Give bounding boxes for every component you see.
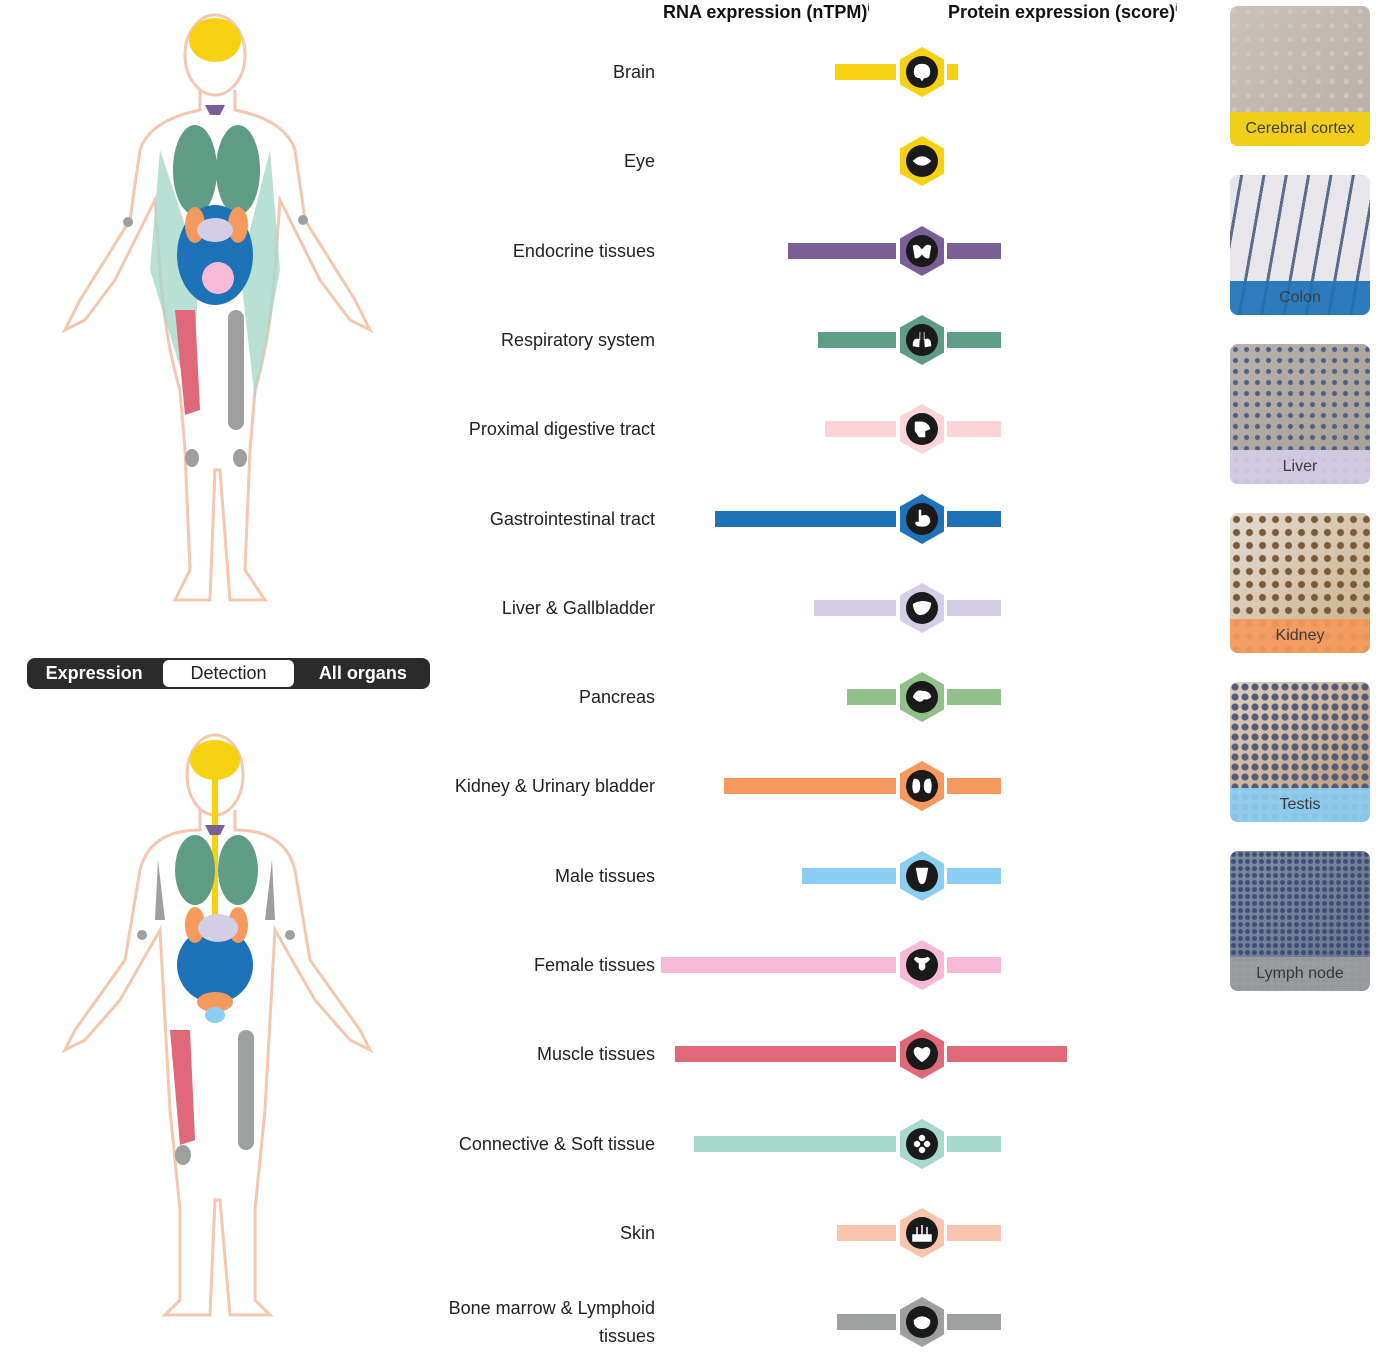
rna-expression-bar xyxy=(818,331,896,348)
cells-icon[interactable] xyxy=(896,1118,948,1170)
brain-icon[interactable] xyxy=(896,46,948,98)
protein-expression-bar xyxy=(947,242,1001,259)
rna-expression-bar xyxy=(724,778,896,795)
tissue-row-female-tissues[interactable]: Female tissues xyxy=(440,935,1220,995)
rna-expression-bar xyxy=(788,242,896,259)
protein-expression-bar xyxy=(947,510,1001,527)
tissue-label[interactable]: Pancreas xyxy=(578,687,655,708)
tissue-row-proximal-digestive-tract[interactable]: Proximal digestive tract xyxy=(440,399,1220,459)
tissue-row-respiratory-system[interactable]: Respiratory system xyxy=(440,310,1220,370)
tissue-row-skin[interactable]: Skin xyxy=(440,1203,1220,1263)
rna-expression-bar xyxy=(694,1135,896,1152)
skin-icon[interactable] xyxy=(896,1207,948,1259)
male-body-figure[interactable] xyxy=(40,730,410,1320)
tissue-label[interactable]: Bone marrow & Lymphoid tissues xyxy=(448,1298,655,1347)
rna-expression-bar xyxy=(847,689,896,706)
bone-marrow-icon[interactable] xyxy=(896,1296,948,1348)
tissue-label[interactable]: Respiratory system xyxy=(500,329,655,350)
rna-expression-bar xyxy=(661,957,896,973)
thumbnail-testis[interactable]: Testis xyxy=(1230,682,1370,822)
thumbnail-liver[interactable]: Liver xyxy=(1230,344,1370,484)
view-toggle: Expression Detection All organs xyxy=(27,658,430,689)
tissue-label[interactable]: Connective & Soft tissue xyxy=(458,1133,655,1154)
tissue-row-pancreas[interactable]: Pancreas xyxy=(440,667,1220,727)
female-icon[interactable] xyxy=(896,939,948,991)
tissue-label[interactable]: Skin xyxy=(619,1222,655,1243)
toggle-expression[interactable]: Expression xyxy=(45,663,143,683)
tissue-row-connective-and-soft-tissue[interactable]: Connective & Soft tissue xyxy=(440,1114,1220,1174)
thumbnail-caption: Testis xyxy=(1230,788,1370,822)
rna-expression-bar xyxy=(837,1314,896,1331)
rna-expression-bar xyxy=(802,867,896,884)
thumbnail-colon[interactable]: Colon xyxy=(1230,175,1370,315)
thumbnail-caption: Cerebral cortex xyxy=(1230,112,1370,146)
rna-expression-bar xyxy=(675,1046,896,1063)
protein-expression-bar xyxy=(947,421,1001,438)
eye-icon[interactable] xyxy=(896,135,948,187)
protein-expression-bar xyxy=(947,1135,1001,1152)
heart-icon[interactable] xyxy=(896,1028,948,1080)
tissue-label[interactable]: Male tissues xyxy=(554,865,655,886)
rna-expression-bar xyxy=(835,64,896,80)
tissue-label[interactable]: Female tissues xyxy=(533,955,655,975)
tissue-label[interactable]: Liver & Gallbladder xyxy=(501,597,655,618)
rna-expression-bar xyxy=(715,510,896,527)
pancreas-icon[interactable] xyxy=(896,671,948,723)
rna-expression-title: RNA expression (nTPM) xyxy=(663,2,868,22)
protein-expression-bar xyxy=(947,957,1001,973)
thumbnail-caption: Kidney xyxy=(1230,619,1370,653)
tissue-row-bone-marrow-and-lymphoid-tissues[interactable]: Bone marrow & Lymphoid tissues xyxy=(440,1292,1220,1352)
male-icon[interactable] xyxy=(896,850,948,902)
tissue-row-male-tissues[interactable]: Male tissues xyxy=(440,846,1220,906)
thyroid-icon[interactable] xyxy=(896,225,948,277)
protein-expression-bar xyxy=(947,867,1001,884)
rna-expression-bar xyxy=(837,1224,896,1241)
tissue-label[interactable]: Eye xyxy=(623,151,655,172)
thumbnail-kidney[interactable]: Kidney xyxy=(1230,513,1370,653)
mouth-icon[interactable] xyxy=(896,403,948,455)
protein-expression-bar xyxy=(947,64,958,80)
protein-expression-bar xyxy=(947,331,1001,348)
thumbnail-caption: Liver xyxy=(1230,450,1370,484)
rna-expression-header: RNA expression (nTPM)i xyxy=(663,2,870,23)
tissue-row-liver-and-gallbladder[interactable]: Liver & Gallbladder xyxy=(440,578,1220,638)
tissue-label[interactable]: Proximal digestive tract xyxy=(468,419,655,440)
lungs-icon[interactable] xyxy=(896,314,948,366)
tissue-row-gastrointestinal-tract[interactable]: Gastrointestinal tract xyxy=(440,489,1220,549)
tissue-row-kidney-and-urinary-bladder[interactable]: Kidney & Urinary bladder xyxy=(440,756,1220,816)
tissue-row-muscle-tissues[interactable]: Muscle tissues xyxy=(440,1024,1220,1084)
protein-expression-header: Protein expression (score)i xyxy=(948,2,1177,23)
thumbnail-caption: Lymph node xyxy=(1230,957,1370,991)
tissue-label[interactable]: Kidney & Urinary bladder xyxy=(454,776,655,797)
tissue-label[interactable]: Endocrine tissues xyxy=(512,240,655,261)
stomach-icon[interactable] xyxy=(896,493,948,545)
tissue-label[interactable]: Brain xyxy=(612,62,655,82)
tissue-row-eye[interactable]: Eye xyxy=(440,131,1220,191)
protein-info-icon[interactable]: i xyxy=(1175,3,1178,14)
rna-info-icon[interactable]: i xyxy=(867,3,870,14)
thumbnail-caption: Colon xyxy=(1230,281,1370,315)
liver-icon[interactable] xyxy=(896,582,948,634)
protein-expression-bar xyxy=(947,1046,1067,1063)
thumbnail-cerebral-cortex[interactable]: Cerebral cortex xyxy=(1230,6,1370,146)
tissue-row-endocrine-tissues[interactable]: Endocrine tissues xyxy=(440,221,1220,281)
protein-expression-bar xyxy=(947,778,1001,795)
kidney-icon[interactable] xyxy=(896,760,948,812)
protein-expression-bar xyxy=(947,1314,1001,1331)
tissue-label[interactable]: Muscle tissues xyxy=(536,1044,655,1065)
female-body-figure[interactable] xyxy=(40,10,410,610)
protein-expression-bar xyxy=(947,599,1001,616)
rna-expression-bar xyxy=(825,421,896,438)
protein-expression-bar xyxy=(947,1224,1001,1241)
tissue-row-brain[interactable]: Brain xyxy=(440,42,1220,102)
toggle-detection[interactable]: Detection xyxy=(163,660,294,687)
tissue-label[interactable]: Gastrointestinal tract xyxy=(489,508,655,529)
protein-expression-title: Protein expression (score) xyxy=(948,2,1176,22)
rna-expression-bar xyxy=(814,599,896,616)
thumbnail-lymph-node[interactable]: Lymph node xyxy=(1230,851,1370,991)
toggle-all-organs[interactable]: All organs xyxy=(318,663,407,683)
protein-expression-bar xyxy=(947,689,1001,706)
